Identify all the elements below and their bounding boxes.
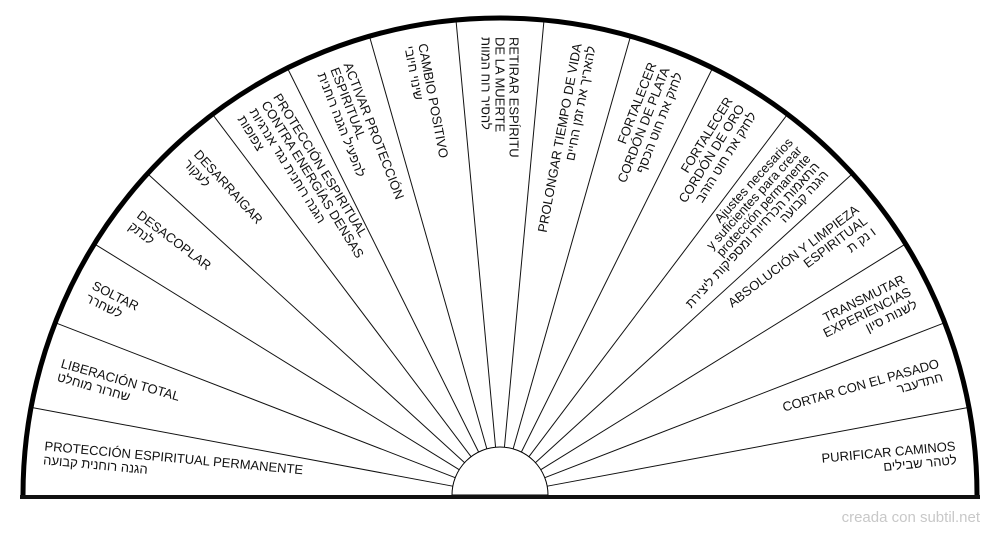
sector-divider	[547, 406, 969, 487]
sector-divider	[31, 406, 453, 487]
sector-divider	[528, 114, 788, 457]
sector-label-line: DE LA MUERTE	[492, 37, 507, 132]
sector-divider	[286, 67, 480, 453]
sector-divider	[368, 36, 488, 449]
sector-label-line: לטהר שבילים	[883, 452, 958, 474]
sector-label-line: להסיר רוח המוות	[478, 37, 493, 130]
sector-divider	[544, 322, 945, 479]
sector-divider	[455, 19, 497, 448]
sector-dividers	[31, 19, 969, 487]
sector-divider	[55, 322, 456, 479]
sector-divider	[147, 173, 465, 464]
outer-arc	[20, 15, 980, 496]
sector-divider	[512, 36, 632, 449]
inner-semicircle	[451, 446, 549, 496]
sector-divider	[94, 243, 460, 471]
sector-label-line: CAMBIO POSITIVO	[415, 42, 451, 159]
sector-divider	[535, 173, 853, 464]
footer-credit: creada con subtil.net	[841, 509, 980, 526]
sector-divider	[540, 243, 906, 471]
sector-divider	[503, 19, 545, 448]
sector-divider	[212, 114, 472, 457]
sector-label-line: RETIRAR ESPÍRITU	[506, 37, 521, 158]
sector-divider	[520, 67, 714, 453]
